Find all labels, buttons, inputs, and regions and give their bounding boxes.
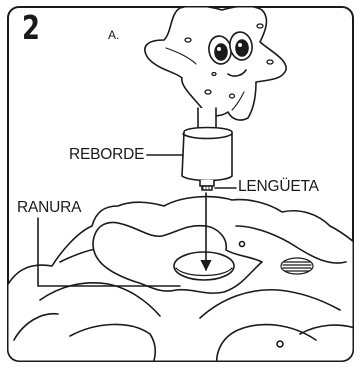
speaker-grille bbox=[281, 258, 313, 274]
toy-base bbox=[0, 197, 361, 369]
step-number: 2 bbox=[22, 10, 40, 46]
label-ranura: RANURA bbox=[17, 199, 81, 217]
label-reborde: REBORDE bbox=[69, 146, 144, 164]
screw-hole bbox=[277, 341, 283, 347]
label-lengueta: LENGÜETA bbox=[238, 178, 319, 196]
starfish-figure bbox=[145, 6, 286, 120]
screw-hole bbox=[240, 242, 245, 247]
ridge-collar bbox=[182, 108, 232, 186]
tab bbox=[202, 186, 212, 190]
substep-label: A. bbox=[108, 28, 119, 42]
